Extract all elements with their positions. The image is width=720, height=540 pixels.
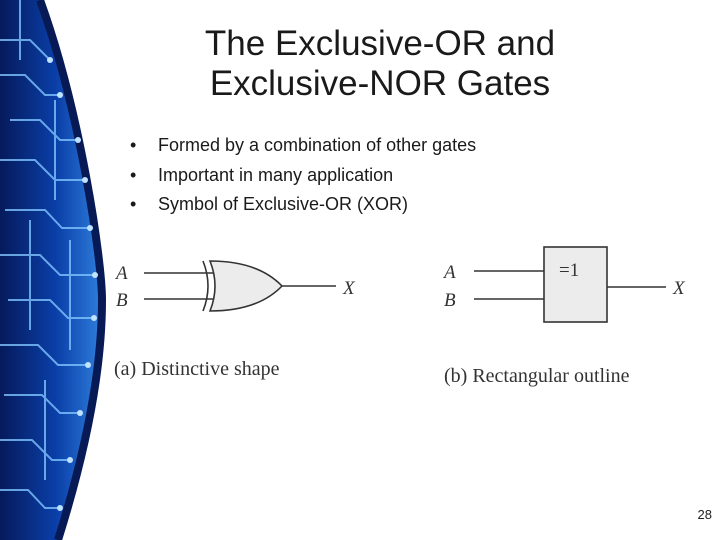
bullet-item: • Symbol of Exclusive-OR (XOR) [130, 190, 476, 220]
output-x-label: X [672, 278, 686, 299]
decorative-circuit-band [0, 0, 115, 540]
bullet-dot: • [130, 135, 137, 155]
title-line-1: The Exclusive-OR and [204, 24, 556, 63]
bullet-item: • Important in many application [130, 161, 476, 191]
caption-distinctive: (a) Distinctive shape [114, 358, 280, 380]
xor-rectangular-symbol [474, 246, 666, 323]
bullet-item: • Formed by a combination of other gates [130, 131, 476, 161]
rectangular-gate-body [543, 246, 608, 323]
input-a-label: A [442, 262, 456, 283]
xor-distinctive-symbol [144, 260, 336, 312]
input-b-label: B [444, 290, 456, 311]
output-x-label: X [342, 278, 356, 299]
xor-input-arc [202, 260, 209, 312]
title-line-2: Exclusive-NOR Gates [209, 63, 551, 103]
bullet-dot: • [130, 164, 137, 185]
input-b-label: B [116, 290, 128, 311]
slide-title: The Exclusive-OR and Exclusive-NOR Gates [120, 24, 640, 104]
bullet-list: •Formed by a combination of other gates … [130, 131, 476, 220]
xor-gate-body [208, 260, 284, 312]
input-a-label: A [114, 263, 128, 284]
page-number: 28 [697, 507, 712, 522]
caption-rectangular: (b) Rectangular outline [444, 365, 630, 387]
bullet-text: Important in many application [158, 164, 394, 185]
bullet-text: Formed by a combination of other gates [158, 135, 477, 155]
bullet-text: Symbol of Exclusive-OR (XOR) [158, 194, 409, 214]
bullet-dot: • [130, 194, 137, 214]
gate-function-label: =1 [559, 260, 579, 281]
